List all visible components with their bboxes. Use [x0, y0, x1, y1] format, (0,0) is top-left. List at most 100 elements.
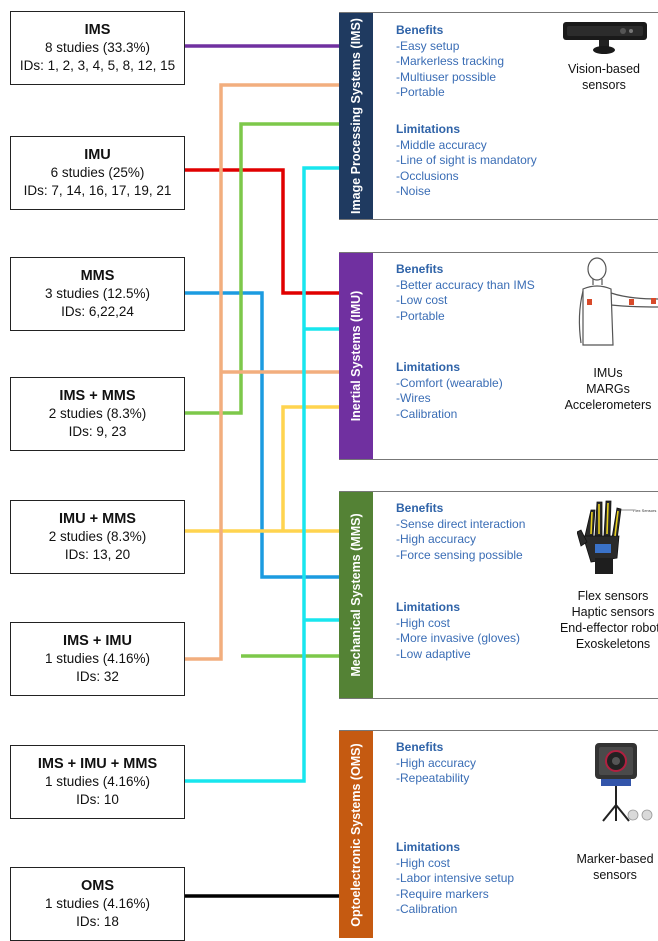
benefit-item: -Force sensing possible — [396, 547, 523, 562]
band-imu: Inertial Systems (IMU) — [339, 253, 373, 459]
band-label-mms: Mechanical Systems (MMS) — [349, 513, 363, 677]
limitation-item: -Noise — [396, 184, 431, 199]
limitation-item: -Low adaptive — [396, 646, 471, 661]
box-title: IMS — [84, 22, 111, 38]
limitation-item: -Middle accuracy — [396, 137, 487, 152]
study-box-ims: IMS 8 studies (33.3%) IDs: 1, 2, 3, 4, 5… — [10, 11, 185, 85]
box-title: MMS — [80, 268, 115, 284]
box-ids: IDs: 1, 2, 3, 4, 5, 8, 12, 15 — [19, 58, 176, 73]
benefit-item: -Portable — [396, 308, 445, 323]
caption-line: End-effector robots — [559, 621, 658, 635]
limitations-title: Limitations — [396, 122, 461, 136]
box-ids: IDs: 18 — [76, 914, 119, 929]
study-box-ims-imu-mms: IMS + IMU + MMS 1 studies (4.16%) IDs: 1… — [10, 745, 185, 819]
kinect-sensor-image — [563, 22, 647, 54]
caption-line: Flex sensors — [577, 589, 649, 603]
human-torso-image — [578, 257, 658, 346]
box-title: IMU — [84, 147, 111, 163]
benefit-item: -Portable — [396, 85, 445, 100]
benefits-oms: Benefits -High accuracy -Repeatability — [396, 740, 476, 787]
glove-label: Flex Sensors — [633, 508, 656, 513]
caption-line: IMUs — [593, 366, 623, 380]
limitation-item: -Wires — [396, 391, 431, 406]
box-title: OMS — [80, 878, 115, 894]
box-ids: IDs: 13, 20 — [64, 547, 131, 562]
band-ims: Image Processing Systems (IMS) — [339, 13, 373, 219]
optoelectronic-camera-image — [595, 743, 653, 822]
study-box-mms: MMS 3 studies (12.5%) IDs: 6,22,24 — [10, 257, 185, 331]
study-box-imu-mms: IMU + MMS 2 studies (8.3%) IDs: 13, 20 — [10, 500, 185, 574]
caption-line: sensors — [582, 78, 626, 92]
band-mms: Mechanical Systems (MMS) — [339, 492, 373, 698]
box-title: IMS + MMS — [59, 388, 136, 404]
caption-mms: Flex sensors Haptic sensors End-effector… — [553, 588, 658, 652]
benefit-item: -Better accuracy than IMS — [396, 277, 535, 292]
band-label-oms: Optoelectronic Systems (OMS) — [349, 742, 363, 927]
panel-imu: Inertial Systems (IMU) Benefits -Better … — [339, 252, 658, 460]
band-label-ims: Image Processing Systems (IMS) — [349, 18, 363, 214]
caption-line: Haptic sensors — [571, 605, 655, 619]
benefit-item: -Multiuser possible — [396, 69, 497, 84]
ims-imu-mms-connector — [185, 166, 339, 783]
caption-line: MARGs — [586, 382, 630, 396]
box-studies: 2 studies (8.3%) — [48, 529, 147, 544]
limitation-item: -Labor intensive setup — [396, 871, 515, 886]
box-ids: IDs: 7, 14, 16, 17, 19, 21 — [23, 183, 172, 198]
benefit-item: -Repeatability — [396, 771, 470, 786]
box-ids: IDs: 32 — [76, 669, 119, 684]
study-box-ims-imu: IMS + IMU 1 studies (4.16%) IDs: 32 — [10, 622, 185, 696]
caption-imu: IMUs MARGs Accelerometers — [558, 365, 658, 413]
benefits-title: Benefits — [396, 740, 444, 754]
limitations-title: Limitations — [396, 840, 461, 854]
box-studies: 1 studies (4.16%) — [44, 651, 151, 666]
box-studies: 8 studies (33.3%) — [44, 40, 151, 55]
box-studies: 1 studies (4.16%) — [44, 774, 151, 789]
box-title: IMS + IMU + MMS — [37, 756, 158, 772]
limitations-title: Limitations — [396, 600, 461, 614]
sensor-glove-image: Flex Sensors — [577, 500, 656, 574]
box-studies: 2 studies (8.3%) — [48, 406, 147, 421]
caption-line: Exoskeletons — [575, 637, 651, 651]
ims-imu-connector — [185, 83, 339, 661]
benefit-item: -Sense direct interaction — [396, 516, 526, 531]
benefits-mms: Benefits -Sense direct interaction -High… — [396, 501, 525, 563]
box-studies: 1 studies (4.16%) — [44, 896, 151, 911]
limitations-mms: Limitations -High cost -More invasive (g… — [396, 600, 520, 662]
band-oms: Optoelectronic Systems (OMS) — [339, 731, 373, 938]
benefits-title: Benefits — [396, 501, 444, 515]
limitation-item: -Line of sight is mandatory — [396, 153, 537, 168]
band-label-imu: Inertial Systems (IMU) — [349, 290, 363, 422]
ims-mms-connector — [185, 122, 339, 658]
box-ids: IDs: 9, 23 — [68, 424, 127, 439]
limitation-item: -Calibration — [396, 406, 458, 421]
box-ids: IDs: 6,22,24 — [61, 304, 134, 319]
panel-oms: Optoelectronic Systems (OMS) Benefits -H… — [339, 730, 658, 938]
benefits-title: Benefits — [396, 23, 444, 37]
study-box-imu: IMU 6 studies (25%) IDs: 7, 14, 16, 17, … — [10, 136, 185, 210]
benefits-imu: Benefits -Better accuracy than IMS -Low … — [396, 262, 535, 324]
benefit-item: -Markerless tracking — [396, 54, 505, 69]
limitation-item: -Occlusions — [396, 168, 459, 183]
benefit-item: -Easy setup — [396, 38, 460, 53]
caption-line: Accelerometers — [564, 398, 652, 412]
caption-line: Marker-based — [576, 852, 654, 866]
box-studies: 6 studies (25%) — [50, 165, 145, 180]
limitations-title: Limitations — [396, 360, 461, 374]
limitations-oms: Limitations -High cost -Labor intensive … — [396, 840, 514, 918]
imu-connector — [185, 168, 339, 295]
limitation-item: -Require markers — [396, 886, 489, 901]
mms-connector — [185, 291, 339, 579]
panel-ims: Image Processing Systems (IMS) Benefits … — [339, 12, 658, 220]
study-box-ims-mms: IMS + MMS 2 studies (8.3%) IDs: 9, 23 — [10, 377, 185, 451]
limitation-item: -High cost — [396, 615, 451, 630]
limitation-item: -Comfort (wearable) — [396, 375, 503, 390]
benefit-item: -Low cost — [396, 293, 448, 308]
limitations-imu: Limitations -Comfort (wearable) -Wires -… — [396, 360, 503, 422]
box-studies: 3 studies (12.5%) — [44, 286, 151, 301]
caption-line: sensors — [593, 868, 637, 882]
box-title: IMU + MMS — [59, 511, 136, 527]
box-ids: IDs: 10 — [76, 792, 119, 807]
limitation-item: -High cost — [396, 855, 451, 870]
benefit-item: -High accuracy — [396, 532, 477, 547]
